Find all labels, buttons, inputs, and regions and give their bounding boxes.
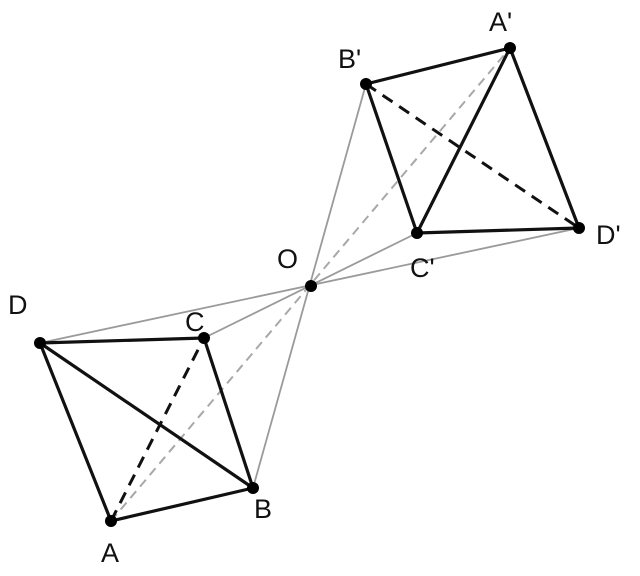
label-o: O	[277, 244, 298, 274]
edge-cprime-dprime	[415, 226, 581, 235]
point-d	[34, 337, 46, 349]
vertex-points	[34, 42, 585, 527]
label-aprime: A'	[489, 7, 512, 37]
vertex-labels: O A B C D A' B' C' D'	[8, 7, 621, 568]
edge-ad	[38, 341, 113, 523]
edge-ac-hidden	[109, 337, 206, 522]
point-dprime	[573, 222, 585, 234]
label-dprime: D'	[596, 220, 621, 250]
label-bprime: B'	[338, 44, 361, 74]
point-c	[198, 332, 210, 344]
edge-bprime-aprime	[364, 46, 512, 86]
ray-a-to-aprime	[110, 47, 511, 522]
edge-bprime-dprime-hidden	[365, 82, 580, 230]
label-a: A	[101, 538, 119, 568]
point-o	[305, 280, 317, 292]
tetrahedron-abcd	[38, 336, 255, 523]
label-cprime: C'	[410, 253, 435, 283]
edge-ab	[109, 486, 255, 523]
edge-dc	[38, 336, 206, 345]
label-b: B	[254, 494, 272, 524]
point-aprime	[504, 42, 516, 54]
edge-cb	[202, 336, 255, 490]
edge-aprime-dprime	[508, 46, 581, 230]
tetrahedron-aprime-bprime-cprime-dprime	[364, 46, 581, 235]
label-c: C	[185, 307, 205, 337]
edge-db	[38, 341, 255, 490]
edge-aprime-cprime	[415, 46, 512, 235]
point-bprime	[360, 78, 372, 90]
edge-bprime-cprime	[364, 82, 419, 235]
label-d: D	[8, 290, 28, 320]
point-cprime	[411, 227, 423, 239]
point-a	[105, 515, 117, 527]
point-b	[247, 482, 259, 494]
